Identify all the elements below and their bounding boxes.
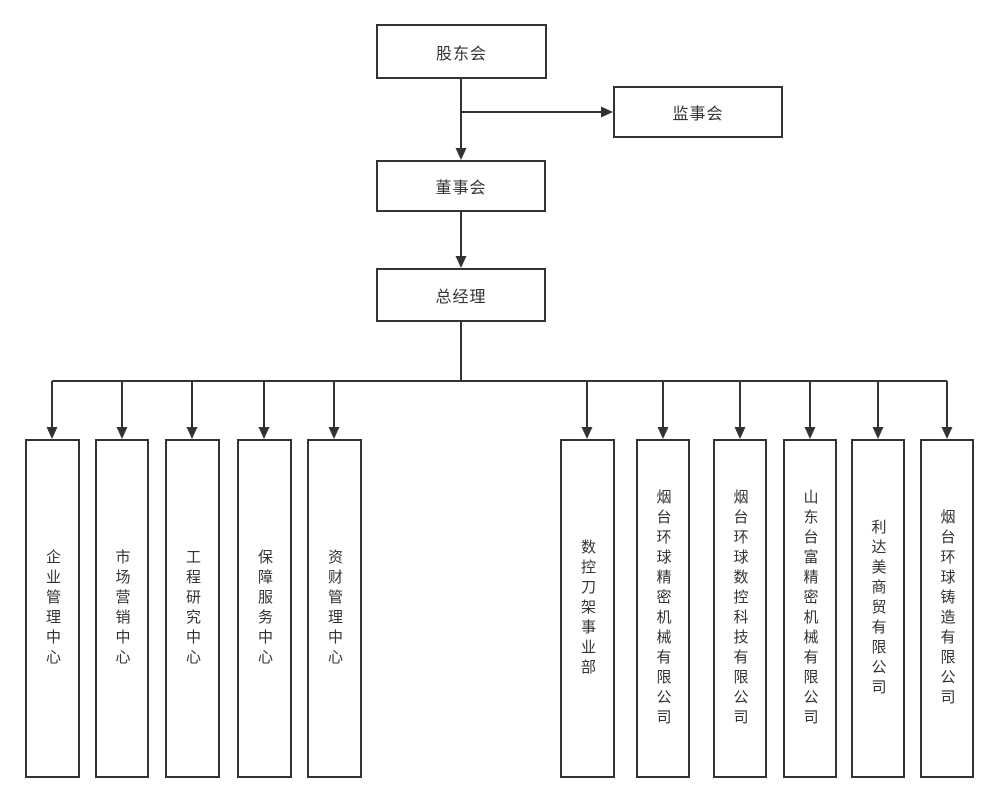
org-box-label: 烟台环球铸造有限公司 xyxy=(938,508,957,709)
org-box-label: 企业管理中心 xyxy=(44,548,62,669)
org-box-label: 资财管理中心 xyxy=(326,548,344,669)
org-box-label: 烟台环球精密机械有限公司 xyxy=(654,488,673,729)
arrowheads xyxy=(46,106,953,439)
org-box-label: 工程研究中心 xyxy=(184,548,202,669)
org-box-engineering-research-center: 工程研究中心 xyxy=(165,439,220,778)
org-box-label: 烟台环球数控科技有限公司 xyxy=(731,488,750,729)
org-box-label: 保障服务中心 xyxy=(256,548,274,669)
org-box-support-service-center: 保障服务中心 xyxy=(237,439,292,778)
org-box-label: 市场营销中心 xyxy=(113,548,132,669)
org-box-supervisory-board: 监事会 xyxy=(613,86,783,138)
org-box-label: 利达美商贸有限公司 xyxy=(869,518,888,699)
org-box-label: 数控刀架事业部 xyxy=(579,538,597,679)
org-box-enterprise-management-center: 企业管理中心 xyxy=(25,439,80,778)
org-box-shandong-taifu-precision-machinery: 山东台富精密机械有限公司 xyxy=(783,439,837,778)
org-box-asset-management-center: 资财管理中心 xyxy=(307,439,362,778)
org-box-general-manager: 总经理 xyxy=(376,268,546,322)
org-box-yantai-universal-foundry: 烟台环球铸造有限公司 xyxy=(920,439,974,778)
org-box-marketing-center: 市场营销中心 xyxy=(95,439,149,778)
connector-strokes xyxy=(51,79,948,429)
org-box-shareholders-meeting: 股东会 xyxy=(376,24,547,79)
org-box-label: 山东台富精密机械有限公司 xyxy=(801,488,820,729)
org-box-board-of-directors: 董事会 xyxy=(376,160,546,212)
org-box-yantai-universal-cnc-technology: 烟台环球数控科技有限公司 xyxy=(713,439,767,778)
org-box-yantai-universal-precision-machinery: 烟台环球精密机械有限公司 xyxy=(636,439,690,778)
org-box-lida-mei-trading: 利达美商贸有限公司 xyxy=(851,439,905,778)
org-box-cnc-tool-turret-division: 数控刀架事业部 xyxy=(560,439,615,778)
